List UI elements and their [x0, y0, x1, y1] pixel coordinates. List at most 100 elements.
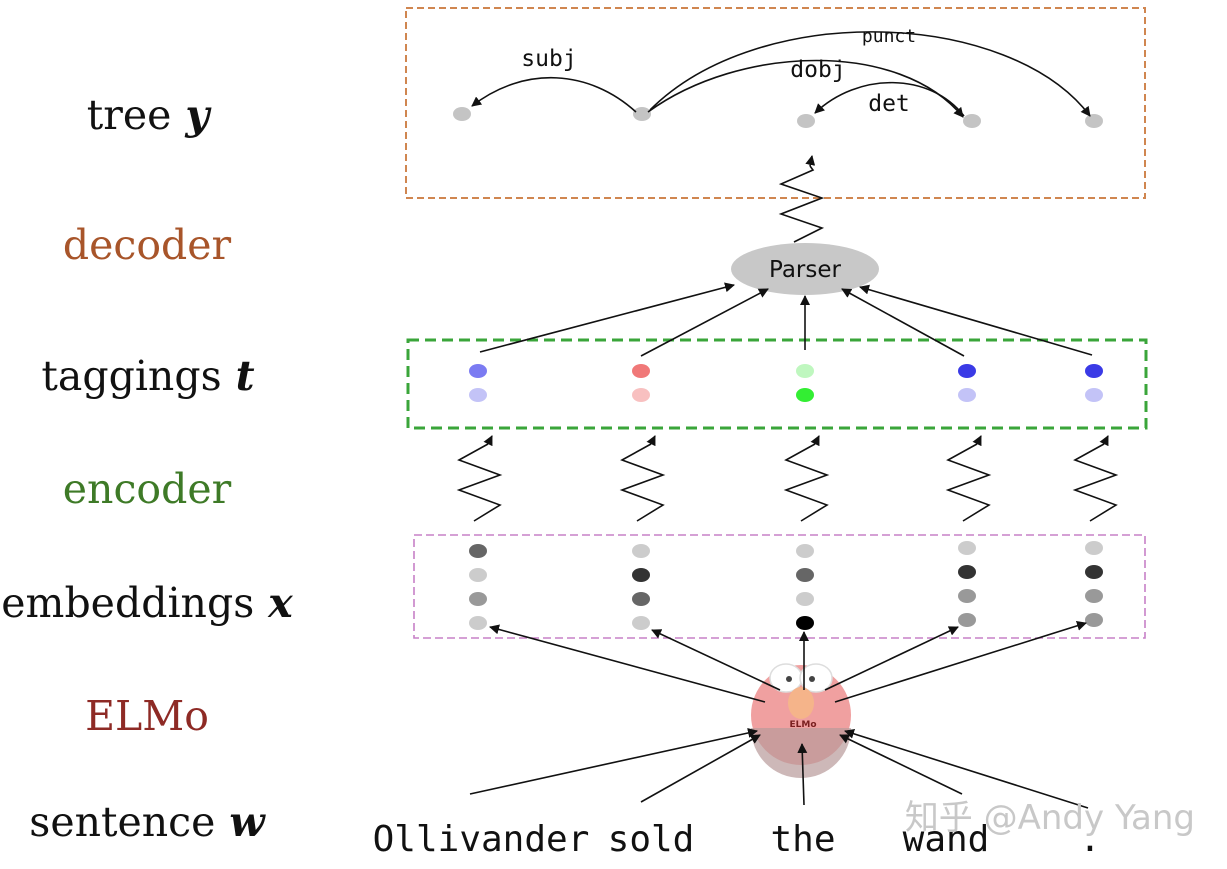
- decoder-squiggle-arrow: [805, 155, 816, 167]
- word-to-elmo-arrow-1: [640, 734, 761, 803]
- row-label-elmo: ELMo: [85, 692, 209, 740]
- tagging-dot-top-4: [1085, 364, 1103, 378]
- elmo-badge-label: ELMo: [789, 720, 816, 730]
- tagging-dot-bottom-4: [1085, 388, 1103, 402]
- tree-node-3: [963, 114, 981, 128]
- tagging-dot-bottom-1: [632, 388, 650, 402]
- encoder-squiggle-0: [456, 443, 503, 522]
- arc-label-det: det: [868, 91, 910, 117]
- tree-node-2: [797, 114, 815, 128]
- embedding-dot-1-3: [632, 616, 650, 630]
- encoder-squiggle-1: [619, 443, 666, 522]
- watermark: 知乎 @Andy Yang: [905, 798, 1195, 838]
- embedding-dot-1-1: [632, 568, 650, 582]
- encoder-arrow-3: [972, 435, 982, 447]
- word-to-elmo-arrow-2: [797, 743, 808, 806]
- row-label-embeddings: embeddings x: [1, 579, 293, 627]
- elmo-left-pupil: [786, 676, 792, 682]
- embeddings-label-text: embeddings: [1, 579, 254, 627]
- embedding-dot-2-2: [796, 592, 814, 606]
- tagging-dot-top-1: [632, 364, 650, 378]
- tagging-dot-bottom-0: [469, 388, 487, 402]
- encoder-arrow-2: [810, 435, 820, 447]
- encoder-layer: [456, 435, 1119, 522]
- embedding-dot-4-1: [1085, 565, 1103, 579]
- encoder-squiggle-2: [783, 443, 830, 522]
- parser-label: Parser: [769, 257, 842, 283]
- embedding-dot-3-3: [958, 613, 976, 627]
- embedding-dot-2-1: [796, 568, 814, 582]
- arc-label-dobj: dobj: [790, 57, 845, 83]
- embeddings-variable: x: [267, 579, 293, 627]
- tree-node-1: [633, 107, 651, 121]
- elmo-right-eye: [799, 663, 833, 693]
- sentence-word-2: the: [770, 819, 835, 860]
- arc-label-subj: subj: [521, 46, 576, 72]
- arc-label-punct: punct: [862, 26, 916, 47]
- elmo-to-embedding-arrow-1: [651, 629, 781, 691]
- elmo-arrows: [469, 620, 1089, 809]
- embedding-dot-4-2: [1085, 589, 1103, 603]
- arc-det: [814, 81, 965, 117]
- tagging-dot-bottom-2: [796, 388, 814, 402]
- row-label-decoder: decoder: [63, 221, 232, 269]
- embedding-dot-4-0: [1085, 541, 1103, 555]
- elmo-character: ELMo: [751, 663, 851, 778]
- sentence-word-4: .: [1079, 819, 1101, 860]
- encoder-arrow-0: [483, 435, 493, 447]
- word-to-elmo-arrow-4: [844, 728, 1089, 809]
- elmo-right-pupil: [809, 676, 815, 682]
- tree-node-0: [453, 107, 471, 121]
- sentence-word-0: Ollivander: [373, 819, 590, 860]
- tag-to-parser-arrow-3: [841, 288, 965, 357]
- elmo-nose: [788, 687, 814, 719]
- tag-to-parser-arrow-1: [640, 288, 769, 357]
- embedding-dot-0-0: [469, 544, 487, 558]
- taggings-variable: t: [236, 352, 255, 400]
- tagging-dot-top-3: [958, 364, 976, 378]
- embedding-dot-2-3: [796, 616, 814, 630]
- sentence-variable: w: [229, 798, 266, 846]
- tree-node-4: [1085, 114, 1103, 128]
- encoder-arrow-1: [646, 435, 656, 447]
- word-to-elmo-arrow-3: [839, 734, 963, 795]
- embedding-dot-0-2: [469, 592, 487, 606]
- tree-variable: y: [184, 91, 212, 139]
- embedding-dot-1-2: [632, 592, 650, 606]
- encoder-squiggle-3: [945, 443, 992, 522]
- embedding-dot-4-3: [1085, 613, 1103, 627]
- elmo-to-embedding-arrow-0: [489, 624, 766, 703]
- row-label-encoder: encoder: [63, 465, 232, 513]
- embedding-dot-3-2: [958, 589, 976, 603]
- decoder-squiggle: [778, 165, 825, 243]
- word-to-elmo-arrow-0: [469, 728, 758, 795]
- embedding-dot-3-0: [958, 541, 976, 555]
- elmo-mouth: [751, 728, 851, 778]
- embedding-dot-1-0: [632, 544, 650, 558]
- embedding-dot-0-3: [469, 616, 487, 630]
- tag-to-parser-arrow-0: [479, 282, 735, 353]
- embedding-dot-0-1: [469, 568, 487, 582]
- embedding-dot-2-0: [796, 544, 814, 558]
- elmo-to-embedding-arrow-4: [834, 620, 1087, 703]
- sentence-label-text: sentence: [29, 798, 215, 846]
- taggings-layer: [469, 282, 1103, 402]
- dependency-tree: subj dobj punct det: [453, 26, 1103, 128]
- tag-to-parser-arrow-4: [859, 284, 1093, 356]
- arc-subj: [471, 77, 637, 113]
- sentence-word-3: wand: [903, 819, 990, 860]
- embeddings-box: [413, 534, 1146, 639]
- tagging-dot-top-2: [796, 364, 814, 378]
- tree-box: [405, 7, 1146, 199]
- parser-node: [731, 243, 879, 295]
- embeddings-layer: [469, 541, 1103, 630]
- tree-label-text: tree: [87, 91, 172, 139]
- tagging-dot-top-0: [469, 364, 487, 378]
- encoder-squiggle-4: [1072, 443, 1119, 522]
- arc-punct: [649, 31, 1091, 117]
